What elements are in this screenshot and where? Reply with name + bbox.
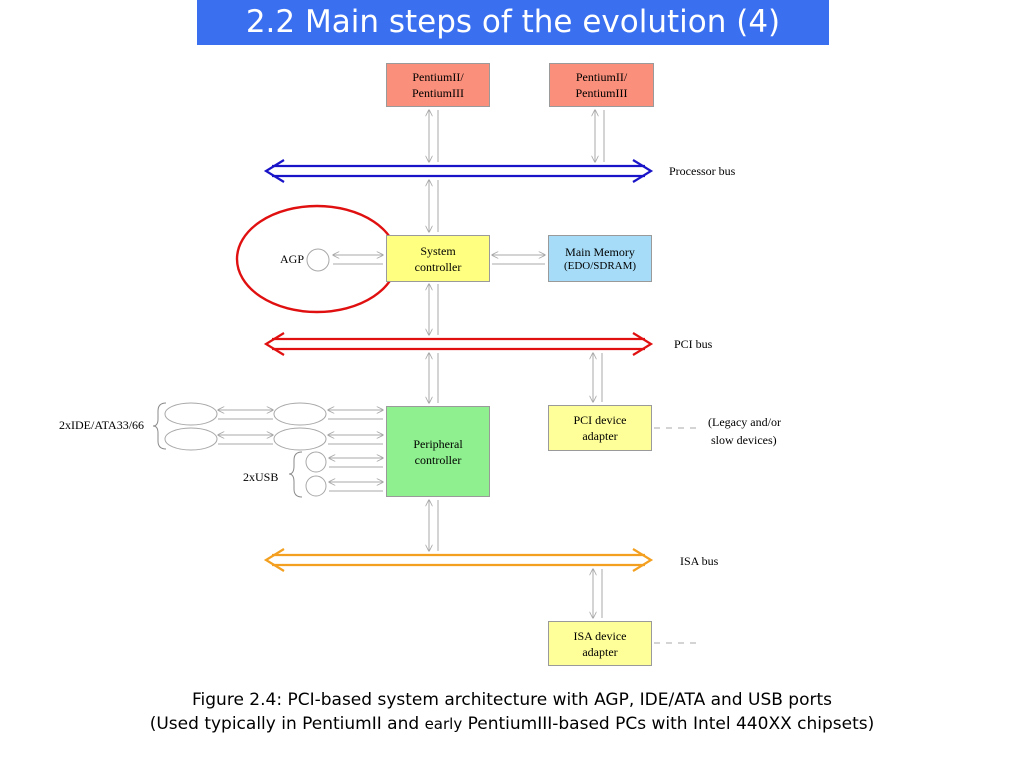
pci-bus	[263, 332, 654, 356]
slide-title: 2.2 Main steps of the evolution (4)	[197, 0, 829, 45]
caption-line-2c: PentiumIII-based PCs with Intel 440XX ch…	[462, 714, 875, 734]
cpu-box-1-line1: PentiumII/	[412, 70, 464, 84]
braces	[152, 402, 303, 498]
cpu-box-2-line2: PentiumIII	[575, 86, 628, 100]
ide-port-1a	[164, 402, 218, 426]
system-controller-box: System controller	[386, 235, 490, 282]
cpu-box-1-line2: PentiumIII	[412, 86, 464, 100]
port-shapes	[164, 248, 330, 497]
cpu-box-2-line1: PentiumII/	[575, 70, 628, 84]
peripheral-controller-line1: Peripheral	[413, 436, 463, 451]
caption-line-2: (Used typically in PentiumII and early P…	[0, 712, 1024, 736]
processor-bus-label: Processor bus	[669, 164, 736, 178]
legacy-label-line2: slow devices)	[711, 433, 777, 447]
usb-port-2	[305, 475, 327, 497]
figure-caption: Figure 2.4: PCI-based system architectur…	[0, 688, 1024, 736]
ide-port-1b	[273, 402, 327, 426]
isa-device-adapter-line2: adapter	[582, 644, 618, 659]
ide-label: 2xIDE/ATA33/66	[59, 418, 145, 432]
pci-device-adapter-line2: adapter	[582, 429, 618, 443]
agp-label: AGP	[280, 252, 305, 266]
main-memory-line1: Main Memory	[565, 244, 635, 259]
usb-brace	[288, 451, 303, 498]
peripheral-controller-box: Peripheral controller	[386, 406, 490, 497]
ide-brace	[152, 402, 167, 450]
main-memory-line2: (EDO/SDRAM)	[563, 259, 637, 272]
isa-bus-label: ISA bus	[680, 554, 719, 568]
usb-label: 2xUSB	[243, 470, 279, 484]
usb-port-1	[305, 451, 327, 473]
system-controller-line2: controller	[414, 259, 462, 274]
agp-port	[306, 248, 330, 272]
peripheral-controller-line2: controller	[414, 452, 462, 467]
pci-bus-label: PCI bus	[674, 337, 713, 351]
pci-device-adapter-box: PCI device adapter	[548, 405, 652, 451]
isa-bus	[263, 548, 654, 572]
isa-device-adapter-line1: ISA device	[573, 628, 627, 643]
cpu-box-1: PentiumII/ PentiumIII	[386, 63, 490, 107]
cpu-box-2: PentiumII/ PentiumIII	[549, 63, 654, 107]
caption-line-2a: (Used typically in PentiumII and	[149, 714, 425, 734]
ide-port-2a	[164, 427, 218, 451]
main-memory-box: Main Memory (EDO/SDRAM)	[548, 235, 652, 282]
caption-line-2-early: early	[424, 715, 463, 733]
caption-line-1: Figure 2.4: PCI-based system architectur…	[192, 690, 832, 710]
dashed-leaders	[654, 427, 696, 644]
pci-device-adapter-line1: PCI device	[573, 413, 627, 427]
system-controller-line1: System	[420, 243, 456, 258]
connector-arrows	[218, 110, 605, 618]
ide-port-2b	[273, 427, 327, 451]
processor-bus	[263, 159, 654, 183]
isa-device-adapter-box: ISA device adapter	[548, 621, 652, 666]
legacy-label-line1: (Legacy and/or	[708, 415, 781, 429]
